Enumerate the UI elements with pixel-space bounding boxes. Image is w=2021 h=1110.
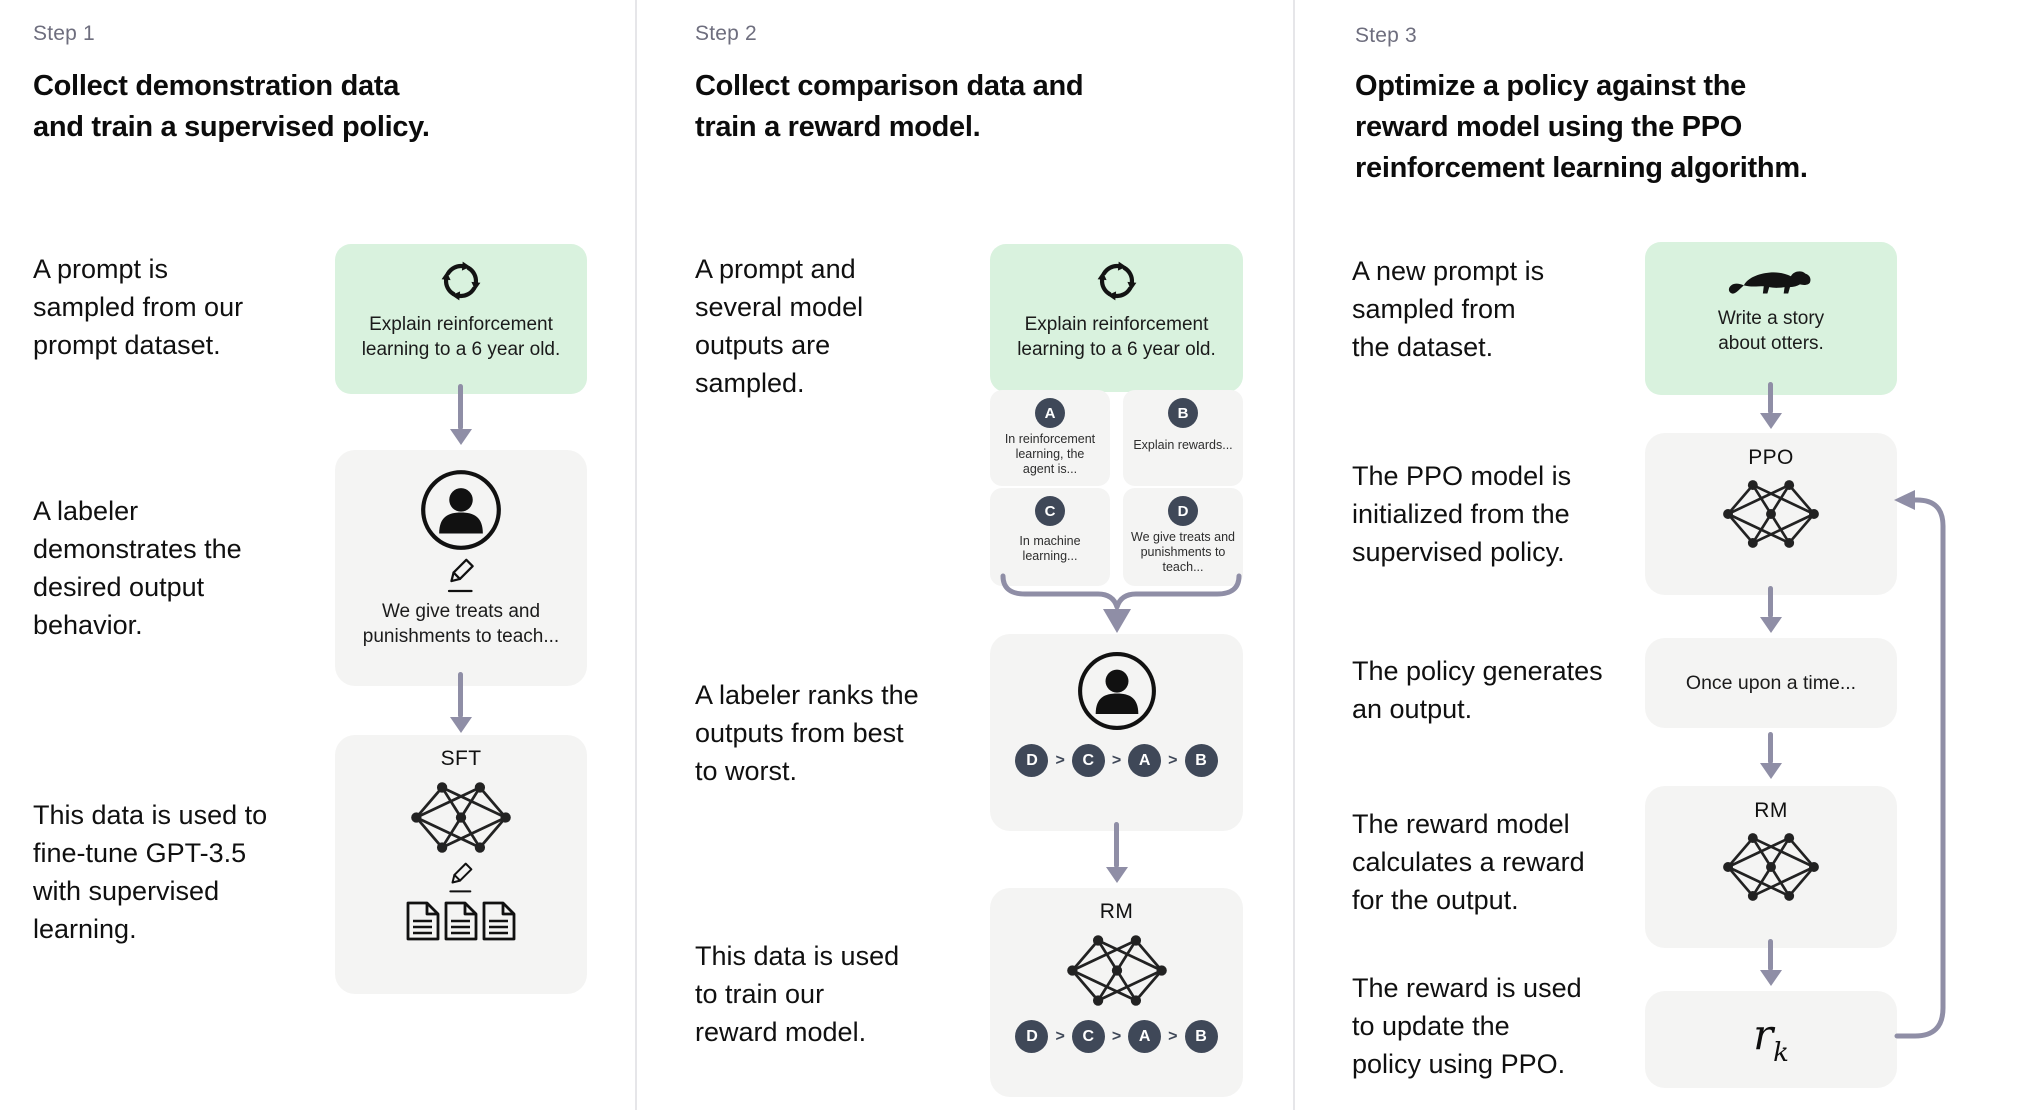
model-label: RM [1754, 799, 1788, 822]
ppo-model-box: PPO [1645, 433, 1897, 595]
neural-network-icon [1065, 933, 1168, 1008]
step-label: Step 3 [1355, 24, 1417, 47]
feedback-loop-arrow [1894, 490, 1946, 1039]
cycle-icon [1094, 258, 1140, 304]
step-title: Optimize a policy against the reward mod… [1355, 70, 1808, 184]
step-label: Step 2 [695, 22, 757, 45]
reward-subscript: k [1773, 1037, 1789, 1068]
ranking-row: D > C > A > B [1015, 744, 1218, 777]
output-badge: B [1168, 398, 1198, 428]
person-icon [1076, 650, 1158, 732]
column-divider [1293, 0, 1295, 1110]
otter-icon [1728, 271, 1811, 294]
prompt-box: Explain reinforcement learning to a 6 ye… [335, 244, 587, 394]
output-option-box-d: D We give treats and punishments to teac… [1123, 488, 1243, 586]
down-arrow-icon [1768, 732, 1773, 764]
annotation: This data is used to train our reward mo… [695, 941, 900, 1047]
reward-model-box: RM D > C > A > B [990, 888, 1243, 1097]
prompt-box-caption: Write a story about otters. [1717, 308, 1825, 354]
annotation: A prompt and several model outputs are s… [695, 254, 864, 398]
ranking-labeler-box: D > C > A > B [990, 634, 1243, 831]
model-label: RM [1099, 900, 1134, 923]
rank-badge: B [1184, 744, 1218, 777]
merge-brace-arrow [1000, 573, 1242, 633]
annotation: The reward is used to update the policy … [1352, 973, 1582, 1079]
labeler-box: We give treats and punishments to teach.… [335, 450, 587, 686]
neural-network-icon [1721, 478, 1821, 550]
rank-separator: > [1111, 1027, 1122, 1045]
rank-badge: D [1015, 1020, 1049, 1053]
prompt-box: Explain reinforcement learning to a 6 ye… [990, 244, 1243, 392]
rank-badge: C [1071, 1020, 1105, 1053]
step-label: Step 1 [33, 22, 95, 45]
rank-separator: > [1168, 751, 1178, 769]
model-label: PPO [1748, 446, 1794, 469]
output-option-box-c: C In machine learning... [990, 488, 1110, 586]
output-badge: D [1168, 496, 1198, 526]
rank-badge: A [1128, 1020, 1162, 1053]
annotation: A labeler demonstrates the desired outpu… [33, 496, 242, 640]
rank-separator: > [1111, 751, 1122, 769]
output-text: Explain rewards... [1133, 438, 1233, 452]
sft-model-box: SFT [335, 735, 587, 994]
output-badge: C [1035, 496, 1065, 526]
neural-network-icon [1721, 831, 1821, 903]
output-option-box-b: B Explain rewards... [1123, 390, 1243, 486]
rank-separator: > [1168, 1027, 1178, 1045]
cycle-icon [438, 258, 484, 304]
annotation: The policy generates an output. [1352, 656, 1603, 724]
rank-badge: B [1184, 1020, 1218, 1053]
rank-badge: D [1015, 744, 1049, 777]
output-text: In reinforcement learning, the agent is.… [1004, 432, 1096, 476]
down-arrow-icon [1768, 382, 1773, 414]
prompt-box: Write a story about otters. [1645, 242, 1897, 395]
annotation: The reward model calculates a reward for… [1352, 809, 1585, 915]
rank-separator: > [1055, 1027, 1065, 1045]
step-title: Collect comparison data and train a rewa… [695, 70, 1084, 143]
annotation: A new prompt is sampled from the dataset… [1352, 256, 1545, 362]
down-arrow-icon [458, 384, 463, 430]
reward-value: r k [1753, 1009, 1789, 1068]
output-option-box-a: A In reinforcement learning, the agent i… [990, 390, 1110, 486]
output-text: We give treats and punishments to teach.… [1131, 530, 1235, 574]
person-icon [419, 468, 503, 552]
down-arrow-icon [1768, 939, 1773, 971]
pencil-icon [447, 558, 474, 593]
rank-badge: C [1071, 744, 1105, 777]
reward-model-box: RM [1645, 786, 1897, 948]
reward-value-box: r k [1645, 991, 1897, 1088]
down-arrow-icon [458, 672, 463, 718]
documents-icon [406, 901, 516, 941]
pencil-icon [448, 862, 473, 893]
output-text: In machine learning... [1019, 534, 1081, 563]
column-divider [635, 0, 637, 1110]
policy-output-box: Once upon a time... [1645, 638, 1897, 728]
policy-output-text: Once upon a time... [1685, 671, 1857, 694]
prompt-box-caption: Explain reinforcement learning to a 6 ye… [361, 314, 561, 360]
rank-separator: > [1055, 751, 1065, 769]
down-arrow-icon [1768, 586, 1773, 618]
down-arrow-icon [1114, 822, 1119, 868]
annotation: This data is used to fine-tune GPT-3.5 w… [33, 800, 268, 944]
prompt-box-caption: Explain reinforcement learning to a 6 ye… [1017, 314, 1216, 360]
step-title: Collect demonstration data and train a s… [33, 70, 430, 143]
labeler-box-caption: We give treats and punishments to teach.… [362, 601, 560, 647]
model-label: SFT [440, 747, 482, 770]
ranking-row: D > C > A > B [1015, 1020, 1218, 1053]
rank-badge: A [1128, 744, 1162, 777]
annotation: A prompt is sampled from our prompt data… [33, 254, 244, 360]
annotation: The PPO model is initialized from the su… [1352, 461, 1572, 567]
neural-network-icon [409, 780, 513, 855]
annotation: A labeler ranks the outputs from best to… [695, 680, 919, 786]
output-badge: A [1035, 398, 1065, 428]
reward-base: r [1753, 1009, 1774, 1059]
